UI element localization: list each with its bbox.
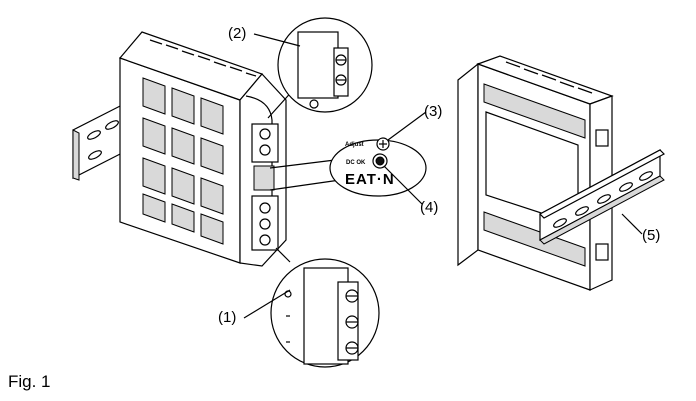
magnifier-front-panel: Adjust DC OK EAT·N [329, 137, 427, 197]
callout-1: (1) [218, 289, 291, 326]
right-din-rail [539, 149, 665, 245]
callout-4-label: (4) [420, 199, 438, 216]
callout-2-label: (2) [228, 25, 246, 42]
front-panel-leds [253, 165, 275, 191]
callout-2: (2) [228, 25, 301, 47]
dc-ok-led-icon [375, 156, 385, 166]
top-terminal-block [251, 123, 279, 163]
figure-caption: Fig. 1 [8, 372, 51, 391]
adjust-potentiometer-icon [376, 137, 390, 151]
side-vent-grid [142, 77, 224, 245]
dc-ok-label: DC OK [346, 160, 366, 166]
callout-3-label: (3) [424, 103, 442, 120]
brand-logo: EAT·N [345, 171, 395, 188]
callout-3: (3) [387, 103, 442, 141]
top-vent-slots [149, 39, 257, 77]
callout-1-label: (1) [218, 309, 236, 326]
adjust-label: Adjust [345, 142, 364, 148]
magnifier-leader-lines [267, 87, 341, 263]
magnifier-top-connector [277, 17, 373, 113]
callout-5: (5) [621, 213, 660, 244]
left-power-supply-unit [72, 31, 287, 267]
right-power-supply-unit [457, 55, 614, 291]
left-din-rail [72, 101, 129, 181]
bottom-terminal-block [251, 195, 279, 251]
callout-4: (4) [383, 165, 438, 216]
magnifier-bottom-connector [270, 258, 380, 368]
callout-5-label: (5) [642, 227, 660, 244]
